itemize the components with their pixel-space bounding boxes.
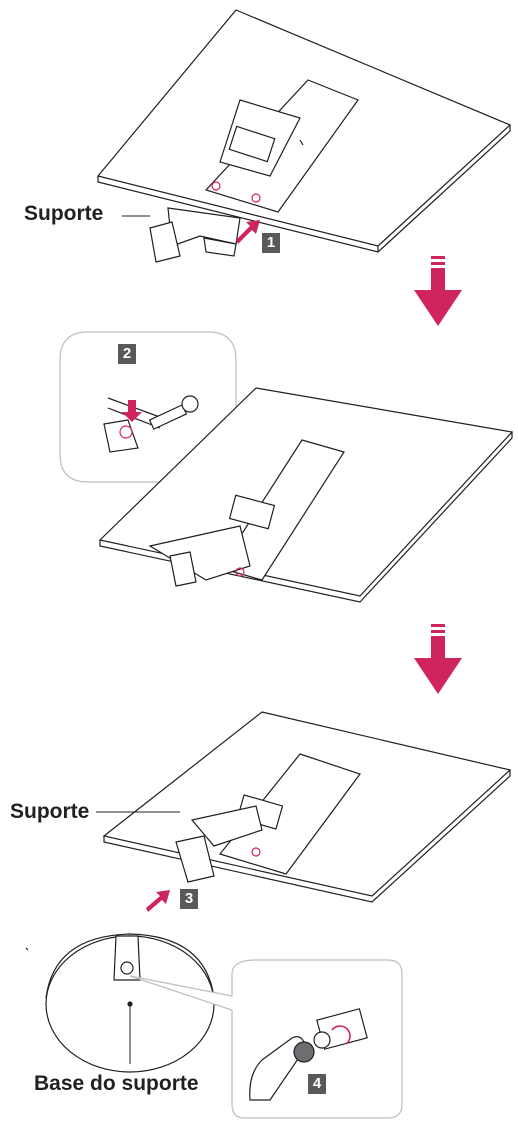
insert-arrow-1 bbox=[236, 220, 260, 244]
down-arrow-2 bbox=[414, 624, 462, 694]
step-badge-2: 2 bbox=[118, 344, 136, 364]
stand-label-top: Suporte bbox=[24, 202, 104, 225]
screw-callout bbox=[129, 959, 403, 1119]
step-badge-4: 4 bbox=[308, 1074, 326, 1094]
stand-base bbox=[25, 933, 215, 1073]
down-arrow-1 bbox=[414, 256, 462, 326]
insert-arrow-3 bbox=[146, 890, 170, 912]
stand-base-label: Base do suporte bbox=[34, 1072, 199, 1095]
stand-bracket-1 bbox=[149, 207, 241, 263]
hand-screw-detail bbox=[249, 1008, 368, 1101]
stand-label-bottom: Suporte bbox=[10, 800, 90, 823]
step-badge-3: 3 bbox=[180, 889, 198, 909]
monitor-panel-3 bbox=[102, 711, 512, 903]
monitor-panel-2 bbox=[98, 387, 514, 603]
monitor-panel-1 bbox=[96, 9, 512, 253]
step-badge-1: 1 bbox=[262, 233, 280, 253]
screw-detail bbox=[103, 395, 199, 453]
